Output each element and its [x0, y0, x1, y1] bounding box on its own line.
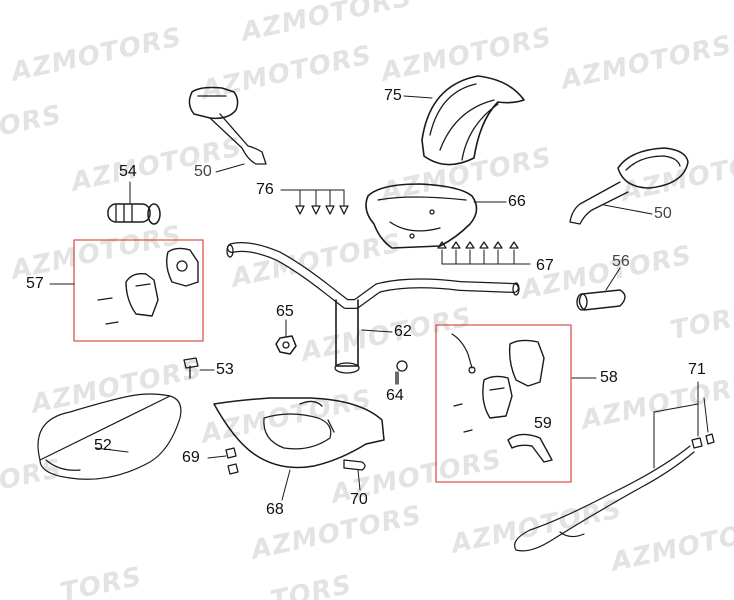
callout-54: 54 — [119, 163, 137, 180]
pin-part-70 — [343, 459, 366, 491]
callout-58: 58 — [600, 369, 618, 386]
callout-59: 59 — [534, 415, 552, 432]
callout-52: 52 — [94, 437, 112, 454]
left-switch-housing — [97, 247, 199, 325]
grip-part-54 — [107, 181, 161, 225]
handlebar-part-62 — [226, 242, 520, 374]
group-box-part-58 — [435, 324, 572, 483]
bolt-part-53 — [183, 357, 215, 379]
windscreen-part-75 — [403, 75, 525, 166]
bolt-part-64 — [395, 360, 408, 385]
screws-part-67 — [437, 241, 531, 265]
cable-part-52 — [37, 393, 182, 480]
callout-67: 67 — [536, 257, 554, 274]
callout-69: 69 — [182, 449, 200, 466]
callout-71: 71 — [688, 361, 706, 378]
callout-56: 56 — [612, 253, 630, 270]
callout-75: 75 — [384, 87, 402, 104]
screws-part-69 — [207, 447, 239, 475]
group-box-part-57 — [73, 239, 204, 342]
callout-70: 70 — [350, 491, 368, 508]
left-mirror-part-50 — [188, 86, 267, 173]
callout-50-left: 50 — [194, 163, 212, 180]
screws-part-76 — [280, 189, 349, 215]
nut-part-65 — [275, 319, 297, 355]
callout-64: 64 — [386, 387, 404, 404]
callout-57: 57 — [26, 275, 44, 292]
grip-part-56 — [576, 267, 626, 311]
callout-53: 53 — [216, 361, 234, 378]
callout-76: 76 — [256, 181, 274, 198]
callout-62: 62 — [394, 323, 412, 340]
callout-50-right: 50 — [654, 205, 672, 222]
callout-68: 68 — [266, 501, 284, 518]
callout-65: 65 — [276, 303, 294, 320]
lower-cover-part-68 — [213, 397, 385, 501]
right-mirror-part-50 — [569, 147, 689, 225]
callout-66: 66 — [508, 193, 526, 210]
headlight-housing-part-66 — [365, 183, 507, 249]
right-switch-housing — [451, 333, 553, 463]
cable-part-71 — [514, 381, 715, 552]
